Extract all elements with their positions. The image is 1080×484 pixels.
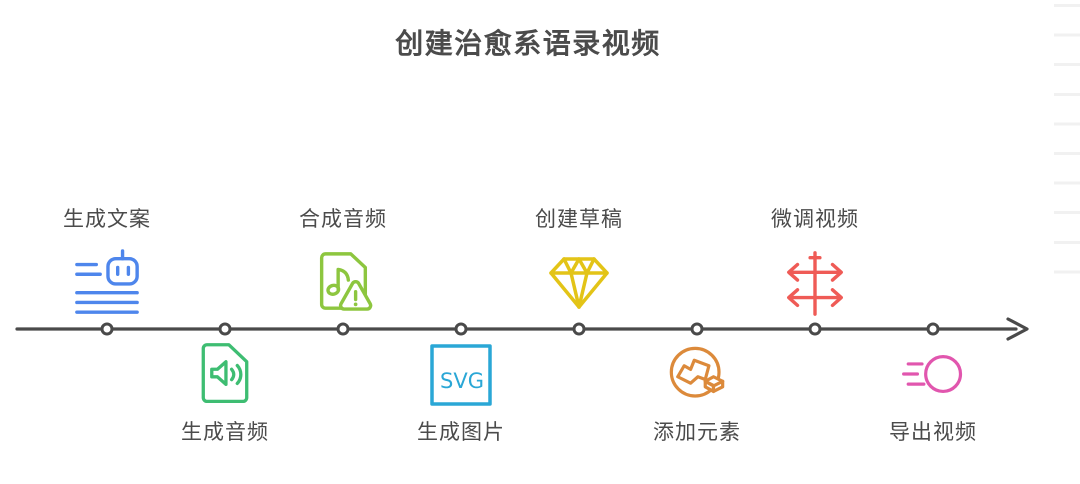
robot-text-icon <box>75 249 139 314</box>
audio-file-icon <box>201 343 249 404</box>
timeline-node <box>926 322 940 336</box>
diamond-icon <box>549 257 609 309</box>
step-label: 生成图片 <box>417 420 505 444</box>
timeline-node <box>690 322 704 336</box>
timeline-step: 导出视频 <box>853 338 1013 446</box>
timeline-node <box>454 322 468 336</box>
svg-text:SVG: SVG <box>440 369 484 393</box>
timeline-step: 生成音频 <box>145 338 305 446</box>
svg-image-icon: SVG <box>430 344 492 406</box>
step-label: 合成音频 <box>299 207 387 231</box>
timeline-node <box>808 322 822 336</box>
step-icon-box: SVG <box>425 338 497 410</box>
step-label: 添加元素 <box>653 420 741 444</box>
timeline-node <box>572 322 586 336</box>
export-motion-icon <box>902 354 963 394</box>
timeline-step: 生成文案 <box>27 206 187 322</box>
timeline-node <box>218 322 232 336</box>
step-label: 导出视频 <box>889 420 977 444</box>
adjust-arrows-icon <box>787 251 843 316</box>
step-icon-box <box>664 338 730 410</box>
step-label: 创建草稿 <box>535 207 623 231</box>
timeline-step: 添加元素 <box>617 338 777 446</box>
timeline-node <box>336 322 350 336</box>
step-icon-box <box>72 244 142 322</box>
step-icon-box <box>543 244 615 322</box>
timeline-step: 创建草稿 <box>499 206 659 322</box>
background-row-lines <box>1054 4 1080 292</box>
step-label: 微调视频 <box>771 207 859 231</box>
element-block-icon <box>669 346 725 398</box>
timeline-step: 生成图片 SVG <box>381 338 541 446</box>
arrow-head-icon <box>1006 317 1029 341</box>
music-file-warning-icon <box>319 252 373 311</box>
timeline-step: 合成音频 <box>263 206 423 322</box>
step-icon-box <box>308 244 378 322</box>
diagram-title: 创建治愈系语录视频 <box>395 27 661 60</box>
timeline-step: 微调视频 <box>735 206 895 322</box>
timeline-node <box>100 322 114 336</box>
step-icon-box <box>780 244 850 322</box>
step-icon-box <box>191 338 259 410</box>
step-label: 生成文案 <box>63 207 151 231</box>
step-label: 生成音频 <box>181 420 269 444</box>
step-icon-box <box>900 338 966 410</box>
